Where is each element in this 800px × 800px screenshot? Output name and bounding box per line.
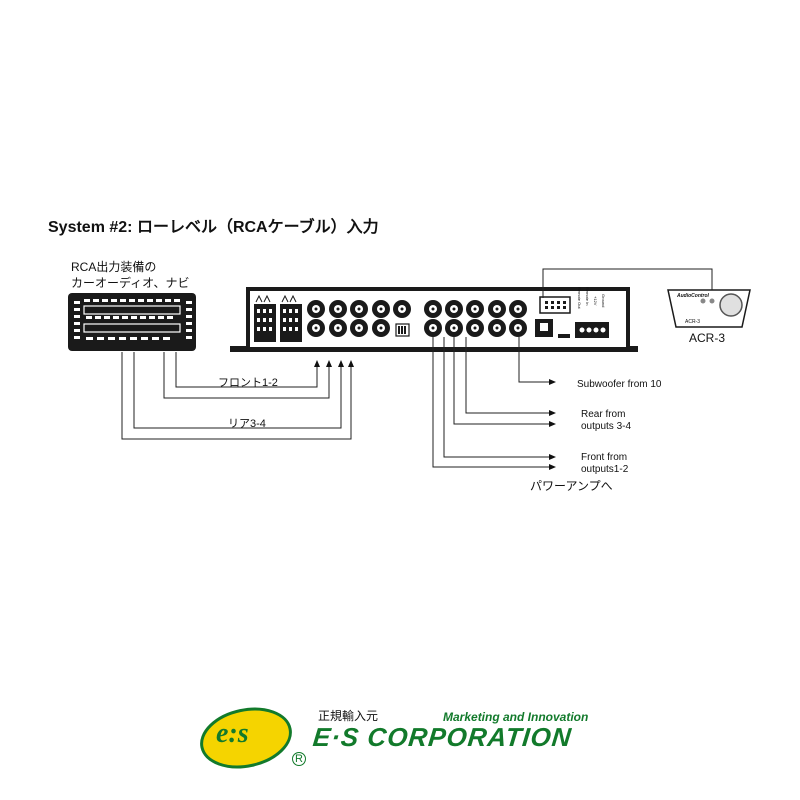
input-arrows xyxy=(314,360,354,367)
output-rear-label-1: Rear from xyxy=(581,409,626,420)
output-subwoofer-label: Subwoofer from 10 xyxy=(577,379,662,390)
front-input-label: フロント1-2 xyxy=(218,377,278,389)
es-logo xyxy=(200,707,292,769)
import-label: 正規輸入元 xyxy=(318,709,379,723)
output-arrows xyxy=(549,379,556,470)
source-label-line1: RCA出力装備の xyxy=(71,260,157,274)
processor-unit xyxy=(230,287,638,352)
amp-label: パワーアンプへ xyxy=(530,479,613,493)
company-name: E·S CORPORATION xyxy=(311,722,574,752)
es-logo-text: e:s xyxy=(216,718,249,749)
rear-input-label: リア3-4 xyxy=(228,418,266,430)
output-front-label-1: Front from xyxy=(581,452,628,463)
terminal-label-2: Remote In xyxy=(585,287,590,306)
terminal-label-1: Remote Out xyxy=(577,287,582,309)
registered-mark: R xyxy=(292,752,306,766)
diagram-title: System #2: ローレベル（RCAケーブル）入力 xyxy=(48,219,379,236)
acr3-remote xyxy=(667,289,751,328)
terminal-label-4: Ground xyxy=(601,294,606,308)
source-label-line2: カーオーディオ、ナビ xyxy=(71,276,190,290)
terminal-label-3: +12V xyxy=(593,296,598,306)
acr3-brand: AudioControl xyxy=(677,293,709,299)
head-unit xyxy=(68,293,196,351)
acr3-label: ACR-3 xyxy=(689,331,726,345)
tagline: Marketing and Innovation xyxy=(443,710,589,724)
output-rear-label-2: outputs 3-4 xyxy=(581,421,632,432)
output-front-label-2: outputs1-2 xyxy=(581,464,629,475)
acr3-device-text: ACR-3 xyxy=(685,319,701,325)
